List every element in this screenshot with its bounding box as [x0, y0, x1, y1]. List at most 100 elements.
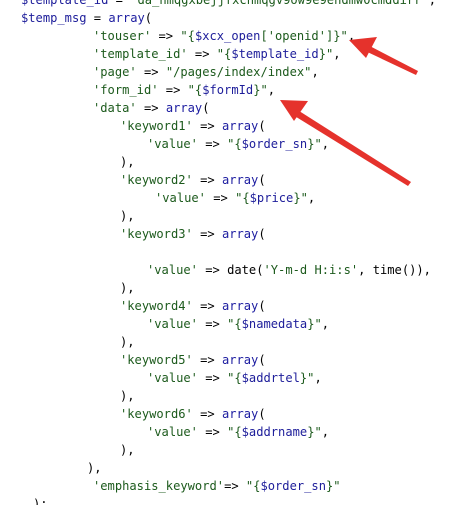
code-token: $addrtel	[241, 371, 300, 385]
code-line: 'keyword5' => array(	[120, 351, 266, 369]
code-token: =>	[197, 425, 228, 439]
code-token: "{	[187, 83, 203, 97]
code-token: ),	[120, 155, 135, 169]
code-token: 'keyword3'	[120, 227, 193, 241]
code-token: =>	[197, 317, 228, 331]
code-line: 'data' => array(	[93, 99, 210, 117]
code-token: =>	[197, 263, 228, 277]
code-line: 'keyword1' => array(	[120, 117, 266, 135]
arrow-touser-shaft	[361, 43, 418, 75]
code-token: 'form_id'	[93, 83, 159, 97]
code-token: ,	[333, 47, 341, 61]
code-token: (	[258, 407, 266, 421]
code-line: 'keyword6' => array(	[120, 405, 266, 423]
code-token: 'emphasis_keyword'	[93, 479, 225, 493]
code-line: 'page' => "/pages/index/index",	[93, 63, 319, 81]
code-token: ,	[321, 137, 330, 151]
code-token: (	[144, 11, 153, 25]
code-token: ;	[428, 0, 437, 7]
code-line: ),	[87, 459, 102, 477]
code-token: $template_id	[231, 47, 319, 61]
code-token: "{	[227, 371, 242, 385]
code-token: 'template_id'	[93, 47, 188, 61]
code-token: "{	[216, 47, 232, 61]
arrow-form-id-head	[280, 100, 308, 121]
code-token: =>	[197, 137, 228, 151]
code-token: 'value'	[147, 425, 198, 439]
code-token: "{	[180, 29, 195, 43]
code-line: 'value' => "{$order_sn}",	[147, 135, 329, 153]
code-token: 'keyword1'	[120, 119, 193, 133]
code-line: ),	[120, 207, 135, 225]
code-line: ),	[120, 441, 135, 459]
code-token: =>	[187, 47, 217, 61]
code-token: =>	[151, 29, 181, 43]
code-token: }"	[307, 137, 322, 151]
code-token: $xcx_open	[194, 29, 261, 43]
code-token: 'touser'	[93, 29, 152, 43]
arrow-touser	[349, 37, 418, 75]
code-token: date	[227, 263, 257, 277]
code-token: 'value'	[147, 263, 198, 277]
code-token: (	[258, 227, 266, 241]
code-token: 'value'	[155, 191, 206, 205]
code-token: "/pages/index/index"	[165, 65, 312, 79]
code-token: }"	[333, 29, 348, 43]
code-line: ),	[120, 387, 135, 405]
code-line: 'value' => date('Y-m-d H:i:s', time()),	[147, 261, 431, 279]
code-token: }"	[293, 191, 308, 205]
code-token: }"	[299, 371, 315, 385]
code-token: }"	[253, 83, 268, 97]
code-token: (	[256, 263, 264, 277]
code-token: 'value'	[147, 371, 198, 385]
code-token: $namedata	[241, 317, 308, 331]
code-token: ),	[120, 335, 135, 349]
code-line: 'form_id' => "{$formId}",	[93, 81, 275, 99]
code-token: =	[108, 0, 131, 7]
code-token: (	[202, 101, 210, 115]
code-token: array	[165, 101, 203, 115]
code-token: 'data'	[93, 101, 137, 115]
code-token: ,	[347, 29, 356, 43]
code-token: =>	[205, 191, 236, 205]
code-token: (	[258, 299, 266, 313]
code-line: 'keyword2' => array(	[120, 171, 266, 189]
code-token: =>	[224, 479, 246, 493]
code-token: 'page'	[93, 65, 137, 79]
code-token: ,	[311, 65, 319, 79]
code-token: ()),	[401, 263, 431, 277]
code-token: ,	[307, 191, 316, 205]
code-token: "{	[227, 137, 242, 151]
code-token: ),	[120, 443, 135, 457]
code-token: array	[221, 227, 259, 241]
code-token: =>	[192, 353, 222, 367]
code-token: }"	[326, 479, 341, 493]
code-token: ),	[120, 209, 135, 223]
code-token: time	[372, 263, 402, 277]
code-token: ,	[321, 317, 330, 331]
code-line: 'keyword4' => array(	[120, 297, 266, 315]
code-token: $order_sn	[241, 137, 308, 151]
code-token: 'da_nmqgxbejjfxcnmqgv9ow9e9ehdmw0cmddirr…	[130, 0, 429, 7]
code-line: 'emphasis_keyword'=> "{$order_sn}"	[93, 477, 341, 495]
code-token: $template_id	[21, 0, 109, 7]
code-token: =>	[192, 173, 222, 187]
code-token: 'keyword2'	[120, 173, 193, 187]
code-token: }"	[318, 47, 334, 61]
code-token: 'keyword5'	[120, 353, 193, 367]
code-token: 'Y-m-d H:i:s'	[263, 263, 359, 277]
code-token: $temp_msg	[21, 11, 87, 25]
code-token: ,	[267, 83, 276, 97]
code-line: ),	[120, 279, 135, 297]
code-token: (	[258, 119, 266, 133]
code-line: 'value' => "{$price}",	[155, 189, 315, 207]
code-line: ),	[120, 333, 135, 351]
code-line: 'template_id' => "{$template_id}",	[93, 45, 341, 63]
code-token: (	[258, 173, 266, 187]
code-line: 'value' => "{$addrname}",	[147, 423, 329, 441]
code-token: ,	[321, 425, 330, 439]
code-line: 'keyword3' => array(	[120, 225, 266, 243]
code-token: =>	[136, 65, 166, 79]
code-token: ),	[87, 461, 102, 475]
